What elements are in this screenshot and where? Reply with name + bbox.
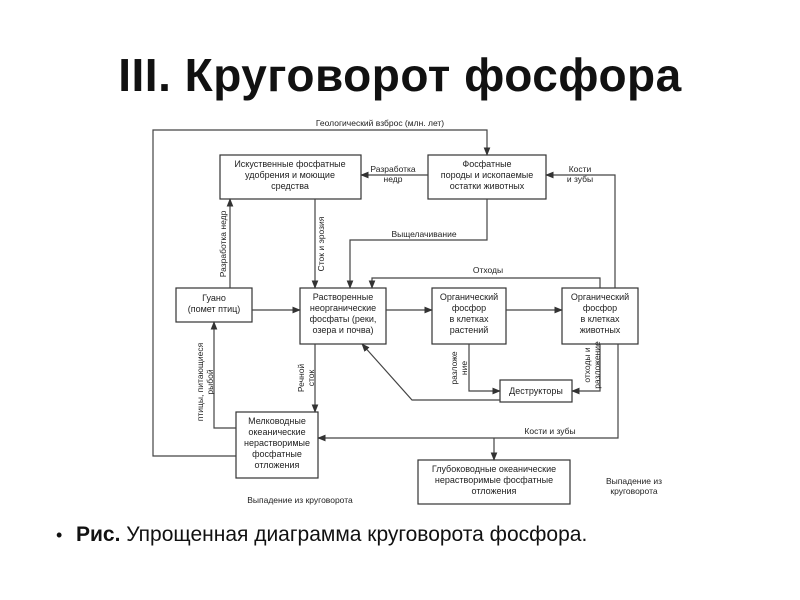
text-line: в клетках	[580, 314, 620, 324]
text-line: (помет птиц)	[188, 304, 241, 314]
text-line: удобрения и моющие	[245, 170, 335, 180]
text-line: разложение	[592, 341, 602, 389]
caption-prefix: Рис.	[76, 523, 121, 546]
label-runoff-vertical: Сток и эрозия	[316, 216, 326, 271]
text-line: неорганические	[310, 303, 376, 313]
box-text: Гуано(помет птиц)	[188, 293, 241, 314]
label-leaching: Выщелачивание	[391, 229, 456, 239]
text-line: породы и ископаемые	[441, 170, 534, 180]
text-line: Фосфатные	[462, 159, 511, 169]
text-line: недр	[384, 174, 403, 184]
text-line: растений	[450, 325, 489, 335]
text-line: фосфаты (реки,	[310, 314, 377, 324]
text-line: круговорота	[610, 486, 657, 496]
text-line: Кости	[569, 164, 592, 174]
text-line: фосфор	[452, 303, 486, 313]
text-line: фосфатные	[252, 449, 302, 459]
label-waste-decomposition: отходы иразложение	[582, 341, 602, 389]
text-line: озера и почва)	[312, 325, 373, 335]
label-decomposition: разложение	[449, 351, 469, 385]
text-line: Искуственные фосфатные	[234, 159, 345, 169]
text-line: разложе	[449, 351, 459, 385]
text-line: Деструкторы	[509, 386, 563, 396]
text-line: сток	[306, 369, 316, 386]
text-line: Органический	[440, 292, 498, 302]
text-line: птицы, питающиеся	[195, 342, 205, 421]
label-bones-bottom: Кости и зубы	[524, 426, 575, 436]
text-line: отходы и	[582, 347, 592, 383]
text-line: Гуано	[202, 293, 226, 303]
text-line: Выпадение из	[606, 476, 662, 486]
label-river-runoff: Речнойсток	[296, 364, 316, 393]
label-birds: птицы, питающиесярыбой	[195, 342, 215, 421]
text-line: нерастворимые	[244, 438, 310, 448]
connectors	[152, 129, 619, 461]
text-line: остатки животных	[450, 181, 525, 191]
text-line: океанические	[248, 427, 305, 437]
text-line: фосфор	[583, 303, 617, 313]
label-removal-left: Выпадение из круговорота	[247, 495, 353, 505]
caption-bullet: •	[56, 525, 63, 545]
text-line: Речной	[296, 364, 306, 393]
text-line: рыбой	[205, 369, 215, 394]
text-line: отложения	[255, 460, 300, 470]
label-waste: Отходы	[473, 265, 503, 275]
label-mining-vertical: Разработка недр	[218, 210, 228, 277]
text-line: Разработка	[370, 164, 416, 174]
text-line: ние	[459, 361, 469, 375]
box-guano: Гуано(помет птиц)	[175, 287, 253, 323]
text-line: Мелководные	[248, 416, 306, 426]
caption-text: Упрощенная диаграмма круговорота фосфора…	[120, 523, 588, 546]
page-title: III. Круговорот фосфора	[118, 49, 682, 101]
text-line: Органический	[571, 292, 629, 302]
text-line: средства	[271, 181, 309, 191]
text-line: и зубы	[567, 174, 593, 184]
box-decomposers: Деструкторы	[499, 379, 573, 403]
text-line: в клетках	[449, 314, 489, 324]
text-line: животных	[580, 325, 621, 335]
box-text: Деструкторы	[509, 386, 563, 396]
text-line: Глубоководные океанические	[432, 464, 556, 474]
label-uplift: Геологический взброс (млн. лет)	[316, 118, 444, 128]
text-line: Растворенные	[313, 292, 373, 302]
text-line: нерастворимые фосфатные	[435, 475, 553, 485]
text-line: отложения	[472, 486, 517, 496]
